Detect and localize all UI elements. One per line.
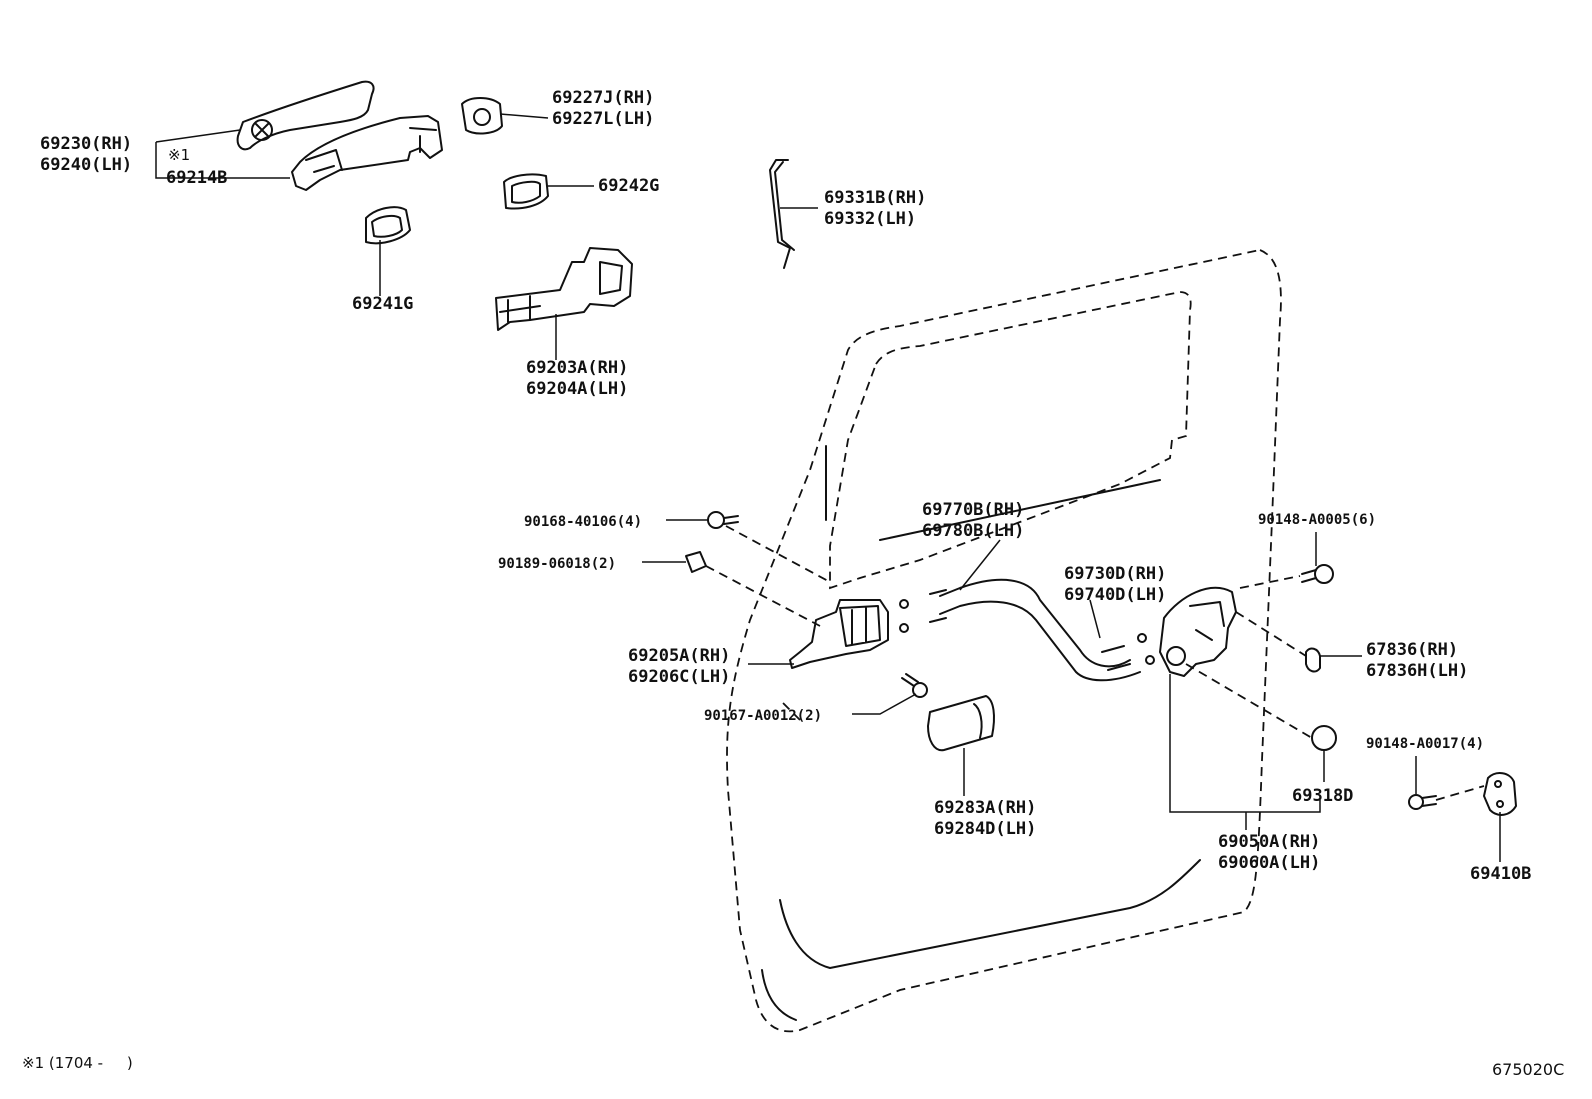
- cables-part: [899, 578, 1155, 682]
- label-clip-90189: 90189-06018(2): [498, 556, 617, 572]
- label-cushion: 67836(RH)67836H(LH): [1366, 640, 1469, 681]
- label-frame-assy: 69203A(RH)69204A(LH): [526, 358, 629, 399]
- label-pad-lower: 69241G: [352, 294, 414, 314]
- label-screw-90168: 90168-40106(4): [524, 514, 643, 530]
- label-lock-assy: 69050A(RH)69060A(LH): [1218, 832, 1321, 873]
- footnote: ※1 (1704 - ): [22, 1054, 133, 1072]
- label-screw-90167: 90167-A0012(2): [704, 708, 823, 724]
- label-inside-handle: 69205A(RH)69206C(LH): [628, 646, 731, 687]
- inside-handle-part: [789, 599, 889, 669]
- pad-lower-part: [365, 206, 411, 245]
- screw-90168-part: [707, 511, 739, 529]
- bezel-part: [927, 695, 995, 752]
- screw-90148-a0005-part: [1301, 564, 1334, 584]
- label-screw-90148-6: 90148-A0005(6): [1258, 512, 1377, 528]
- label-note-mark: ※1: [168, 146, 191, 164]
- label-screw-90148-4: 90148-A0017(4): [1366, 736, 1485, 752]
- rod-part: [769, 159, 795, 269]
- outside-handle-cover-part: [236, 80, 375, 151]
- label-cylinder-cover: 69227J(RH)69227L(LH): [552, 88, 655, 129]
- label-rod: 69331B(RH)69332(LH): [824, 188, 927, 229]
- label-cable-69770: 69770B(RH)69780B(LH): [922, 500, 1025, 541]
- frame-assy-part: [495, 247, 633, 331]
- label-cap: 69318D: [1292, 786, 1354, 806]
- screw-90167-part: [901, 673, 928, 698]
- label-pad-upper: 69242G: [598, 176, 660, 196]
- striker-part: [1483, 772, 1517, 816]
- clip-90189-part: [685, 551, 707, 573]
- door-lock-part: [1159, 586, 1237, 677]
- screw-90148-a0017-part: [1408, 794, 1437, 810]
- cylinder-cover-part: [461, 97, 503, 135]
- cushion-part: [1305, 647, 1321, 673]
- label-handle-cover: 69230(RH)69240(LH): [40, 134, 133, 175]
- outside-handle-frame-part: [291, 115, 443, 191]
- label-cable-69730: 69730D(RH)69740D(LH): [1064, 564, 1167, 605]
- door-panel-outline: [726, 249, 1282, 1033]
- label-bezel: 69283A(RH)69284D(LH): [934, 798, 1037, 839]
- label-handle-frame: 69214B: [166, 168, 228, 188]
- leader-lines: [155, 113, 1501, 862]
- label-striker: 69410B: [1470, 864, 1532, 884]
- pad-upper-part: [503, 173, 549, 210]
- figure-code: 675020C: [1492, 1060, 1565, 1079]
- cap-part: [1311, 725, 1337, 751]
- assembly-lines: [705, 525, 1485, 801]
